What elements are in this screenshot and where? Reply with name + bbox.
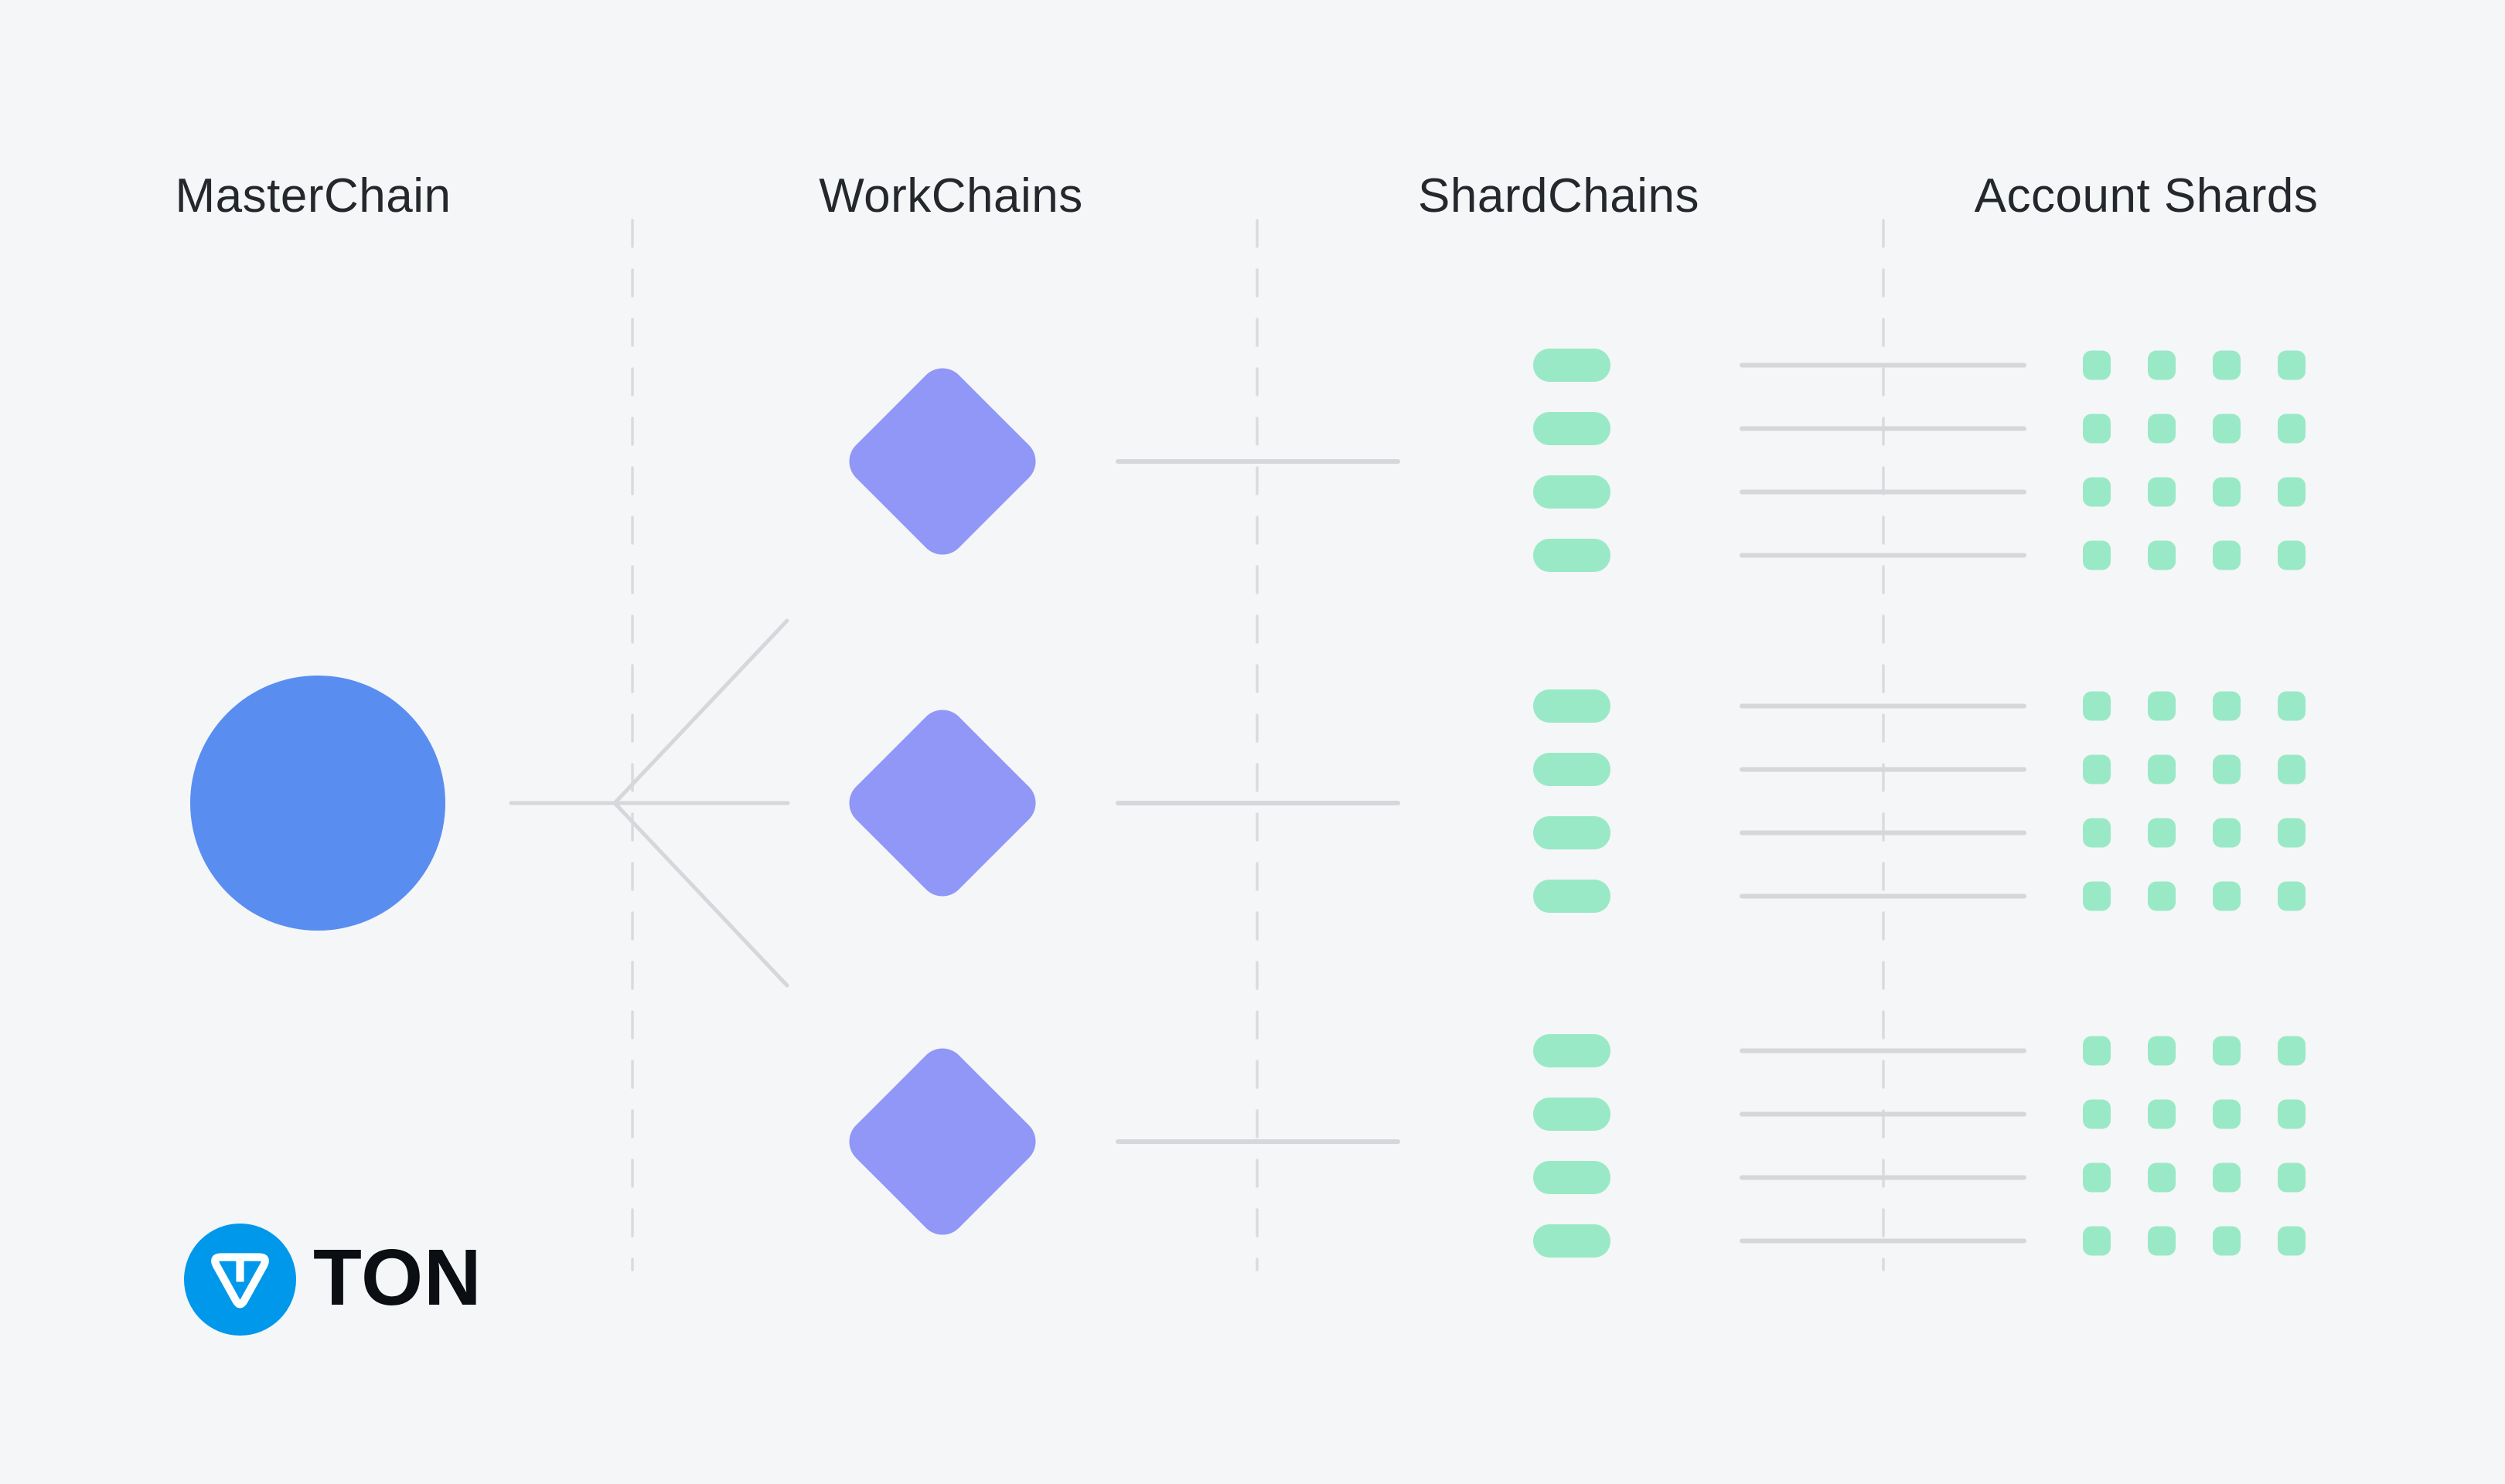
shardchain-pill-3-1	[1533, 1034, 1610, 1067]
account-shard-dot-3-3-2	[2148, 1162, 2176, 1193]
shardchain-pill-3-2	[1533, 1098, 1610, 1131]
account-shard-dot-1-1-2	[2148, 350, 2176, 380]
masterchain-node	[190, 676, 445, 931]
account-shard-dot-3-1-3	[2213, 1036, 2241, 1066]
ton-logo-icon	[184, 1224, 296, 1336]
column-label-masterchain: MasterChain	[175, 169, 452, 223]
account-shard-dot-2-4-2	[2148, 881, 2176, 911]
account-shard-dot-1-4-3	[2213, 540, 2241, 570]
account-shard-dot-3-4-4	[2278, 1226, 2306, 1256]
account-shard-dot-3-3-1	[2083, 1162, 2111, 1193]
account-shard-dot-3-2-4	[2278, 1099, 2306, 1129]
account-shard-dot-2-1-4	[2278, 691, 2306, 721]
workchain-diamond-2	[849, 710, 1036, 897]
shardchain-pill-1-3	[1533, 475, 1610, 509]
shardchain-pill-3-3	[1533, 1161, 1610, 1194]
account-shard-dot-3-3-4	[2278, 1162, 2306, 1193]
account-shard-dot-2-3-3	[2213, 818, 2241, 848]
account-shard-dot-1-4-4	[2278, 540, 2306, 570]
account-shard-dot-3-2-2	[2148, 1099, 2176, 1129]
account-shard-dot-3-3-3	[2213, 1162, 2241, 1193]
account-shard-dot-1-1-3	[2213, 350, 2241, 380]
account-shard-dot-1-2-1	[2083, 414, 2111, 444]
account-shard-dot-1-1-4	[2278, 350, 2306, 380]
account-shard-dot-1-2-3	[2213, 414, 2241, 444]
account-shard-dot-3-4-1	[2083, 1226, 2111, 1256]
account-shard-dot-1-2-4	[2278, 414, 2306, 444]
branch-line-down	[612, 801, 789, 988]
account-shard-dot-3-1-1	[2083, 1036, 2111, 1066]
shardchain-pill-3-4	[1533, 1224, 1610, 1258]
column-label-workchains: WorkChains	[819, 169, 1083, 223]
account-shard-dot-2-2-2	[2148, 754, 2176, 785]
branch-line-up	[612, 618, 789, 805]
ton-brand-text: TON	[313, 1233, 482, 1322]
shardchain-pill-2-3	[1533, 816, 1610, 849]
account-shard-dot-2-3-4	[2278, 818, 2306, 848]
account-shard-dot-1-4-2	[2148, 540, 2176, 570]
account-shard-dot-3-1-4	[2278, 1036, 2306, 1066]
ton-triangle-glyph	[211, 1253, 269, 1309]
ton-logo: TON	[184, 1224, 482, 1336]
workchain-diamond-3	[849, 1048, 1036, 1235]
shardchain-pill-1-2	[1533, 412, 1610, 445]
account-shard-dot-1-3-1	[2083, 477, 2111, 507]
account-shard-dot-2-1-1	[2083, 691, 2111, 721]
account-shard-dot-3-4-3	[2213, 1226, 2241, 1256]
account-shard-dot-2-3-2	[2148, 818, 2176, 848]
account-shard-dot-2-4-1	[2083, 881, 2111, 911]
column-label-account-shards: Account Shards	[1974, 169, 2319, 223]
account-shard-dot-3-4-2	[2148, 1226, 2176, 1256]
account-shard-dot-1-1-1	[2083, 350, 2111, 380]
account-shard-dot-3-2-1	[2083, 1099, 2111, 1129]
shardchain-pill-2-1	[1533, 689, 1610, 723]
account-shard-dot-1-3-4	[2278, 477, 2306, 507]
shardchain-pill-1-1	[1533, 349, 1610, 382]
account-shard-dot-2-3-1	[2083, 818, 2111, 848]
shardchain-pill-2-2	[1533, 753, 1610, 786]
account-shard-dot-2-4-3	[2213, 881, 2241, 911]
account-shard-dot-1-3-3	[2213, 477, 2241, 507]
account-shard-dot-1-3-2	[2148, 477, 2176, 507]
account-shard-dot-2-2-4	[2278, 754, 2306, 785]
account-shard-dot-2-2-3	[2213, 754, 2241, 785]
account-shard-dot-2-2-1	[2083, 754, 2111, 785]
account-shard-dot-3-1-2	[2148, 1036, 2176, 1066]
column-label-shardchains: ShardChains	[1418, 169, 1699, 223]
workchain-diamond-1	[849, 368, 1036, 555]
account-shard-dot-3-2-3	[2213, 1099, 2241, 1129]
shardchain-pill-1-4	[1533, 539, 1610, 572]
account-shard-dot-2-4-4	[2278, 881, 2306, 911]
account-shard-dot-1-4-1	[2083, 540, 2111, 570]
shardchain-pill-2-4	[1533, 880, 1610, 913]
account-shard-dot-1-2-2	[2148, 414, 2176, 444]
account-shard-dot-2-1-2	[2148, 691, 2176, 721]
account-shard-dot-2-1-3	[2213, 691, 2241, 721]
